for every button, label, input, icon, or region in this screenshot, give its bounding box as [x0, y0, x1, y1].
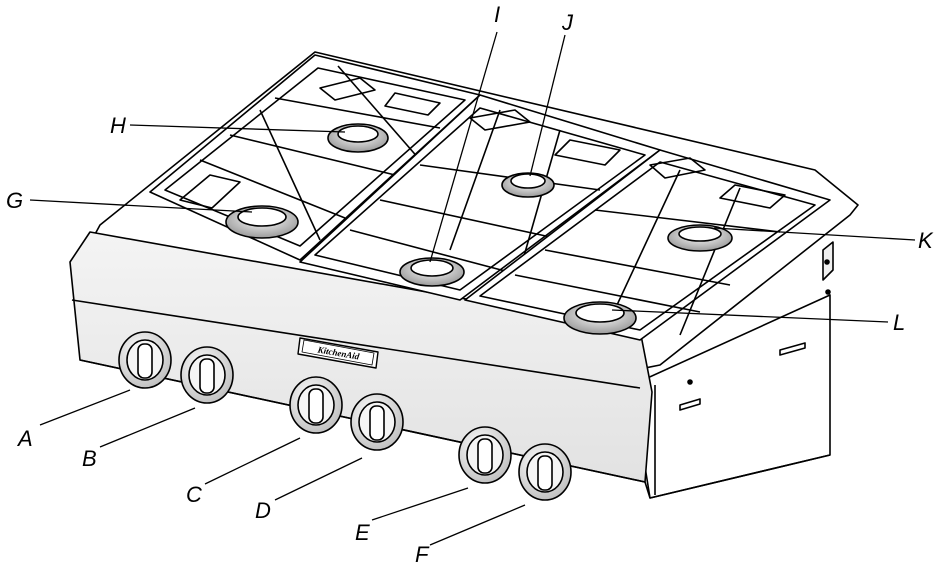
knob-f [518, 443, 572, 501]
leader-a [39, 389, 131, 426]
leader-e [371, 487, 469, 521]
center-grate [299, 94, 661, 301]
knob-b [180, 346, 234, 404]
callout-label-d: D [255, 498, 271, 523]
callout-label-h: H [110, 113, 126, 138]
leader-f [429, 504, 526, 546]
leader-k [713, 227, 916, 241]
knob-c [289, 376, 343, 434]
callout-label-f: F [415, 542, 429, 567]
leader-l [611, 309, 889, 323]
callout-label-j: J [562, 10, 573, 35]
burner-k [667, 224, 733, 252]
callout-label-k: K [918, 228, 933, 253]
brand-badge [297, 337, 379, 369]
leader-d [274, 457, 363, 501]
leader-g [29, 199, 253, 213]
leader-h [129, 124, 346, 133]
leader-j [529, 34, 566, 177]
callout-label-i: I [494, 2, 501, 27]
callout-label-l: L [893, 310, 906, 335]
burner-h [327, 123, 389, 153]
burner-i [399, 257, 465, 287]
knob-d [350, 393, 404, 451]
callout-label-c: C [186, 482, 202, 507]
knob-a [118, 331, 172, 389]
knob-e [458, 426, 512, 484]
leader-b [99, 407, 196, 448]
leader-lines [29, 31, 916, 546]
callout-label-e: E [355, 520, 370, 545]
leader-c [204, 437, 301, 485]
burner-l [563, 301, 637, 335]
callout-label-b: B [82, 446, 97, 471]
callout-label-a: A [18, 426, 33, 451]
burner-j [501, 172, 555, 198]
leader-i [429, 31, 498, 263]
callout-label-g: G [6, 188, 24, 213]
right-grate [464, 149, 831, 341]
